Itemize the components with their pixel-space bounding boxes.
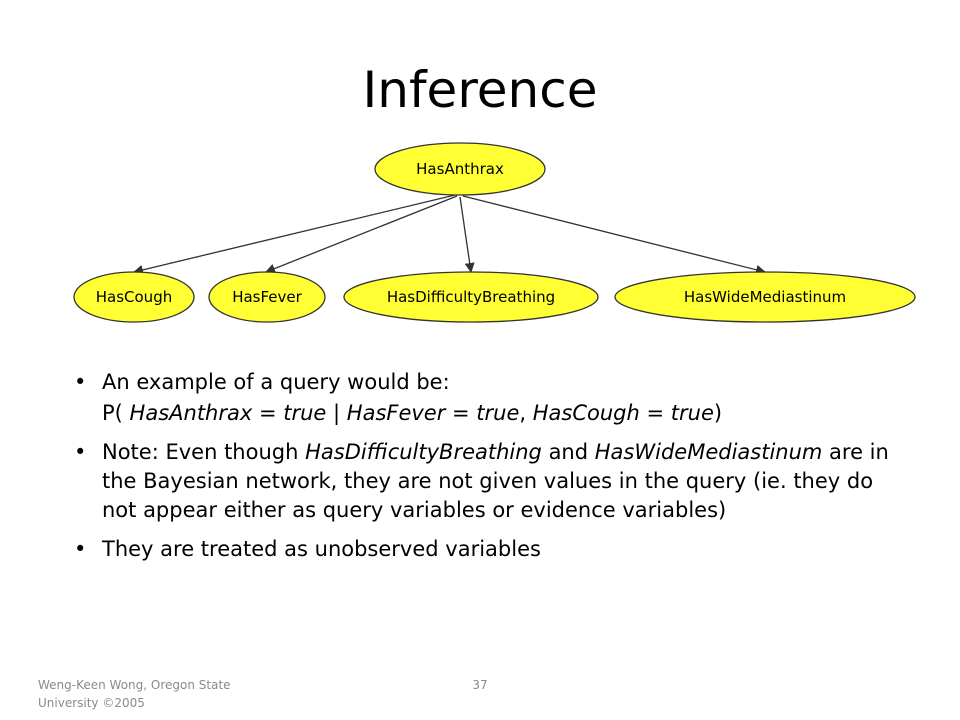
- node-hascough-label: HasCough: [96, 288, 172, 306]
- node-haswidemediastinum: HasWideMediastinum: [614, 271, 916, 323]
- query-variable: HasAnthrax = true: [129, 401, 327, 425]
- edge-hasanthrax-hascough: [133, 194, 456, 275]
- edge-hasanthrax-haswidemediastinum: [462, 195, 766, 275]
- note-variable-breathing: HasDifficultyBreathing: [305, 440, 542, 464]
- note-text-2: and: [541, 440, 595, 464]
- bullet-unobserved: • They are treated as unobserved variabl…: [64, 535, 914, 564]
- node-hasfever: HasFever: [208, 271, 326, 323]
- query-comma: ,: [519, 401, 533, 425]
- node-hasdifficultybreathing: HasDifficultyBreathing: [343, 271, 599, 323]
- node-hasanthrax: HasAnthrax: [374, 142, 546, 196]
- bullet-unobserved-text: They are treated as unobserved variables: [102, 537, 541, 561]
- bullet-note: • Note: Even though HasDifficultyBreathi…: [64, 438, 914, 525]
- query-expression: P( HasAnthrax = true | HasFever = true, …: [64, 399, 914, 428]
- note-text-3: are in the Bayesian network, they are no…: [102, 440, 889, 522]
- bullet-dot: •: [74, 440, 87, 464]
- node-haswidemediastinum-label: HasWideMediastinum: [684, 288, 846, 306]
- edge-hasanthrax-hasfever: [265, 195, 458, 274]
- bullet-query-example-text: An example of a query would be:: [102, 370, 450, 394]
- bullet-query-example: • An example of a query would be:: [64, 368, 914, 397]
- bullet-list: • An example of a query would be: P( Has…: [64, 368, 914, 574]
- node-hascough: HasCough: [73, 271, 195, 323]
- query-separator: |: [326, 401, 347, 425]
- query-prefix: P(: [102, 401, 130, 425]
- node-hasanthrax-label: HasAnthrax: [416, 160, 504, 178]
- node-hasfever-label: HasFever: [232, 288, 302, 306]
- bullet-dot: •: [74, 370, 87, 394]
- note-text-1: Note: Even though: [102, 440, 306, 464]
- evidence-variable-cough: HasCough = true: [532, 401, 714, 425]
- footer-credit: Weng-Keen Wong, Oregon State University …: [38, 678, 231, 710]
- bullet-dot: •: [74, 537, 87, 561]
- page-number: 37: [472, 678, 488, 692]
- note-variable-mediastinum: HasWideMediastinum: [594, 440, 823, 464]
- query-suffix: ): [713, 401, 723, 425]
- slide-title: Inference: [362, 61, 598, 119]
- node-hasdifficultybreathing-label: HasDifficultyBreathing: [387, 288, 555, 306]
- evidence-variable-fever: HasFever = true: [346, 401, 520, 425]
- edge-hasanthrax-hasdifficultybreathing: [459, 196, 475, 273]
